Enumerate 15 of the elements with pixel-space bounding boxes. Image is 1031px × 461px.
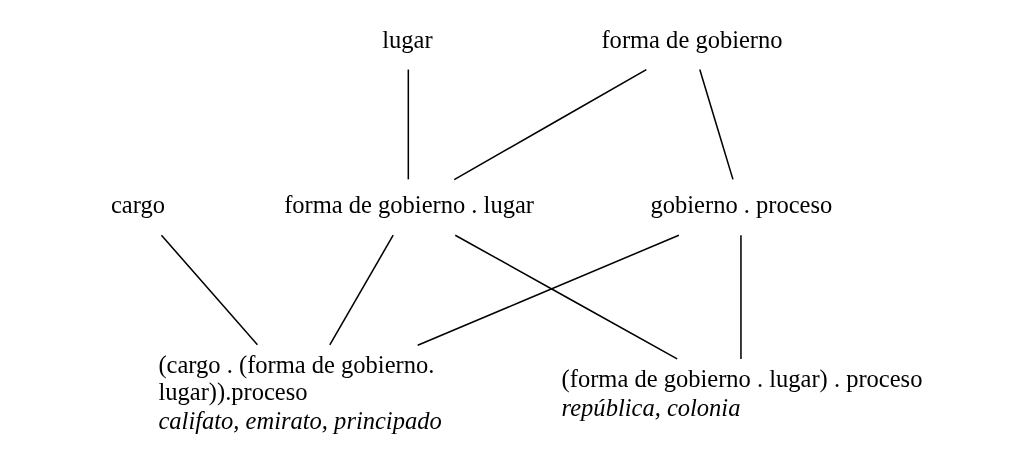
node-text: forma de gobierno (600, 25, 783, 53)
node-text: lugar (381, 25, 433, 53)
connector (739, 234, 742, 360)
connector (407, 68, 409, 181)
node-text: cargo (110, 191, 165, 219)
node-text: gobierno . proceso (650, 191, 832, 219)
connector (452, 68, 647, 181)
connector (160, 234, 258, 346)
node-text: forma de gobierno . lugar (283, 191, 534, 219)
connector (328, 234, 394, 346)
connector (416, 234, 680, 347)
connector (454, 234, 678, 360)
node-text: (cargo . (forma de gobierno. lugar)).proceso califato, emirato, principado (157, 350, 442, 435)
node-text: (forma de gobierno . lugar) . proceso república, colonia (561, 364, 922, 421)
connector (698, 68, 734, 181)
